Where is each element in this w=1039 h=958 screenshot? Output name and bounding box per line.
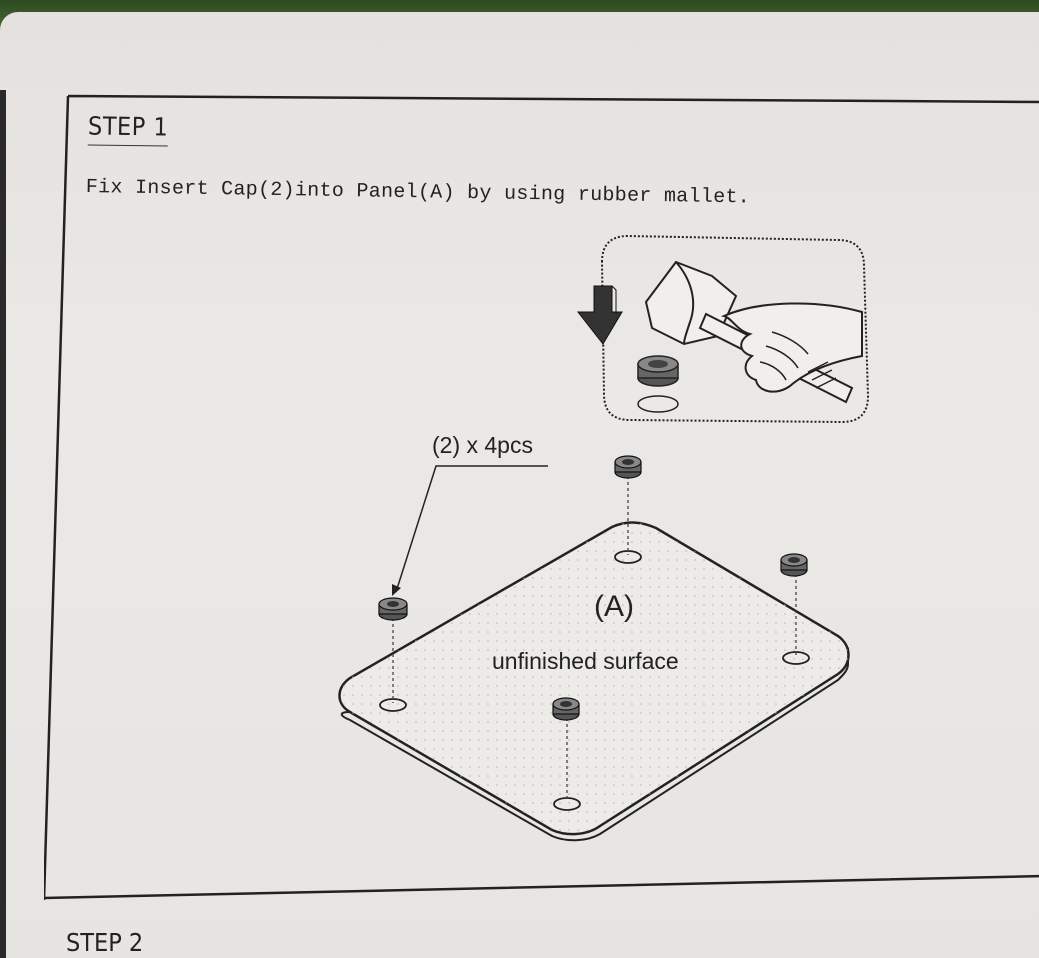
leader-line	[392, 465, 548, 596]
down-arrow-icon	[576, 285, 623, 345]
rubber-mallet-icon	[644, 260, 863, 404]
step-1-frame	[44, 94, 1039, 900]
detail-inset	[576, 234, 870, 424]
panel-label: (A)	[594, 590, 634, 623]
surface-label: unfinished surface	[492, 648, 679, 674]
step-2-title: STEP 2	[66, 928, 144, 957]
insert-cap-icons	[378, 455, 808, 721]
page-fold-edge	[0, 90, 6, 958]
part-quantity-label: (2) x 4pcs	[432, 432, 533, 458]
insert-cap-detail-icon	[637, 355, 679, 413]
